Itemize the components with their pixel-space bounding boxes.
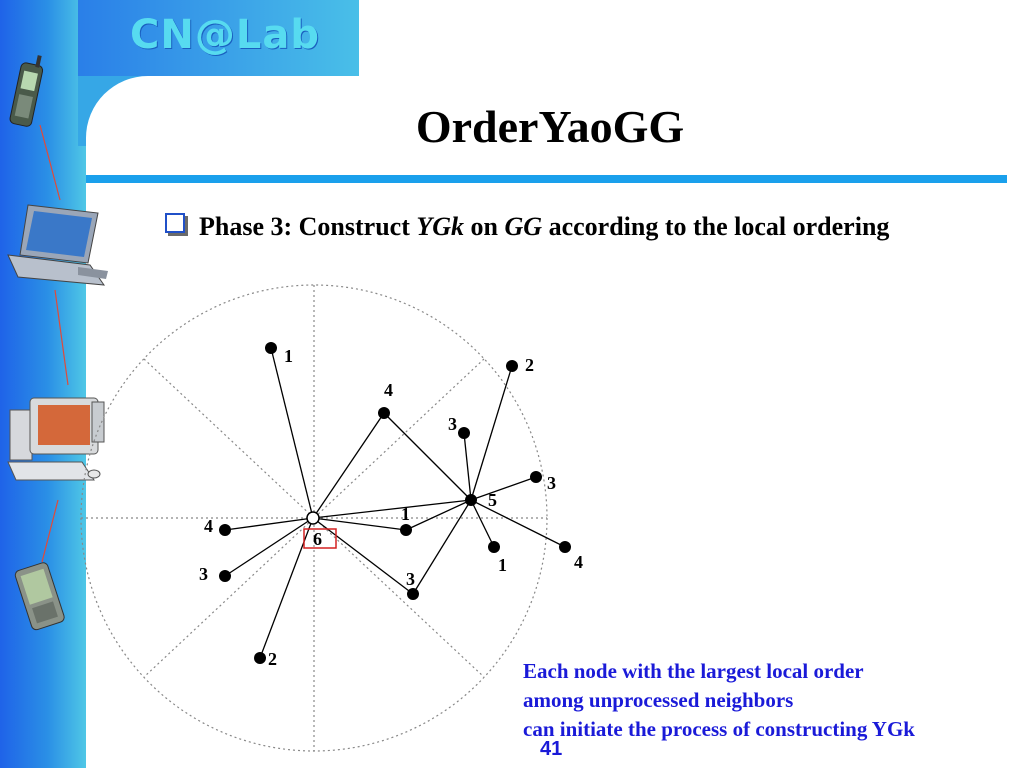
edge xyxy=(470,365,513,501)
node-label: 1 xyxy=(498,555,507,575)
edge xyxy=(224,517,314,531)
edge xyxy=(312,517,414,595)
edge xyxy=(383,412,472,501)
sidebar-icons xyxy=(7,55,108,631)
node xyxy=(559,541,571,553)
pda-icon xyxy=(14,562,65,631)
edge xyxy=(470,476,537,501)
slide-title: OrderYaoGG xyxy=(415,101,685,152)
node-label: 3 xyxy=(547,473,556,493)
node-label: 4 xyxy=(204,516,213,536)
caption-line-2: among unprocessed neighbors xyxy=(523,688,794,712)
node-label: 1 xyxy=(401,504,410,524)
node xyxy=(254,652,266,664)
node-label: 3 xyxy=(199,564,208,584)
node xyxy=(400,524,412,536)
brand-logo: CN@Lab xyxy=(130,12,320,58)
mobile-phone-icon xyxy=(9,55,44,127)
edge xyxy=(312,517,407,531)
bullet-suffix: according to the local ordering xyxy=(542,212,890,241)
caption-line-1: Each node with the largest local order xyxy=(523,659,864,683)
edge xyxy=(224,517,314,577)
phase-bullet: Phase 3: Construct YGk on GG according t… xyxy=(165,212,889,242)
node-label: 2 xyxy=(268,649,277,669)
node xyxy=(265,342,277,354)
laptop-icon xyxy=(7,204,108,286)
bullet-gg: GG xyxy=(504,212,543,241)
brand-banner xyxy=(78,0,359,76)
node xyxy=(488,541,500,553)
graph-nodes xyxy=(219,342,571,664)
page-number: 41 xyxy=(540,738,563,760)
node-label: 3 xyxy=(448,414,457,434)
bullet-on: on xyxy=(464,212,505,241)
edge xyxy=(312,412,385,519)
node xyxy=(219,524,231,536)
node xyxy=(458,427,470,439)
node-label: 4 xyxy=(384,380,393,400)
sidebar-band xyxy=(0,0,86,768)
node xyxy=(506,360,518,372)
edge xyxy=(463,432,472,501)
node-label: 1 xyxy=(284,346,293,366)
node-label: 5 xyxy=(488,490,497,510)
node-labels: 6 1 4 4 3 2 1 3 5 3 2 3 1 4 xyxy=(199,346,583,669)
sector-guides xyxy=(80,284,548,752)
node-label: 4 xyxy=(574,552,583,572)
edge xyxy=(270,347,314,519)
desktop-computer-icon xyxy=(7,397,105,481)
node-hub xyxy=(465,494,477,506)
edge xyxy=(259,517,314,659)
edge xyxy=(470,499,566,548)
edge xyxy=(405,499,472,531)
edge xyxy=(412,499,472,595)
title-underline xyxy=(86,175,1007,183)
node-center-hollow xyxy=(306,511,320,525)
node xyxy=(219,570,231,582)
edge xyxy=(312,499,472,519)
bullet-prefix: Phase 3: Construct xyxy=(199,212,417,241)
node xyxy=(530,471,542,483)
graph-edges xyxy=(224,347,566,659)
edge xyxy=(470,499,495,548)
node-label: 3 xyxy=(406,569,415,589)
node-label: 6 xyxy=(313,529,322,549)
node-label: 2 xyxy=(525,355,534,375)
bullet-ygk: YGk xyxy=(416,212,465,241)
caption-line-3: can initiate the process of constructing… xyxy=(523,717,915,741)
node xyxy=(378,407,390,419)
caption: Each node with the largest local order a… xyxy=(523,657,915,744)
selected-node-highlight xyxy=(303,528,337,549)
square-bullet-icon xyxy=(165,213,185,233)
node xyxy=(407,588,419,600)
